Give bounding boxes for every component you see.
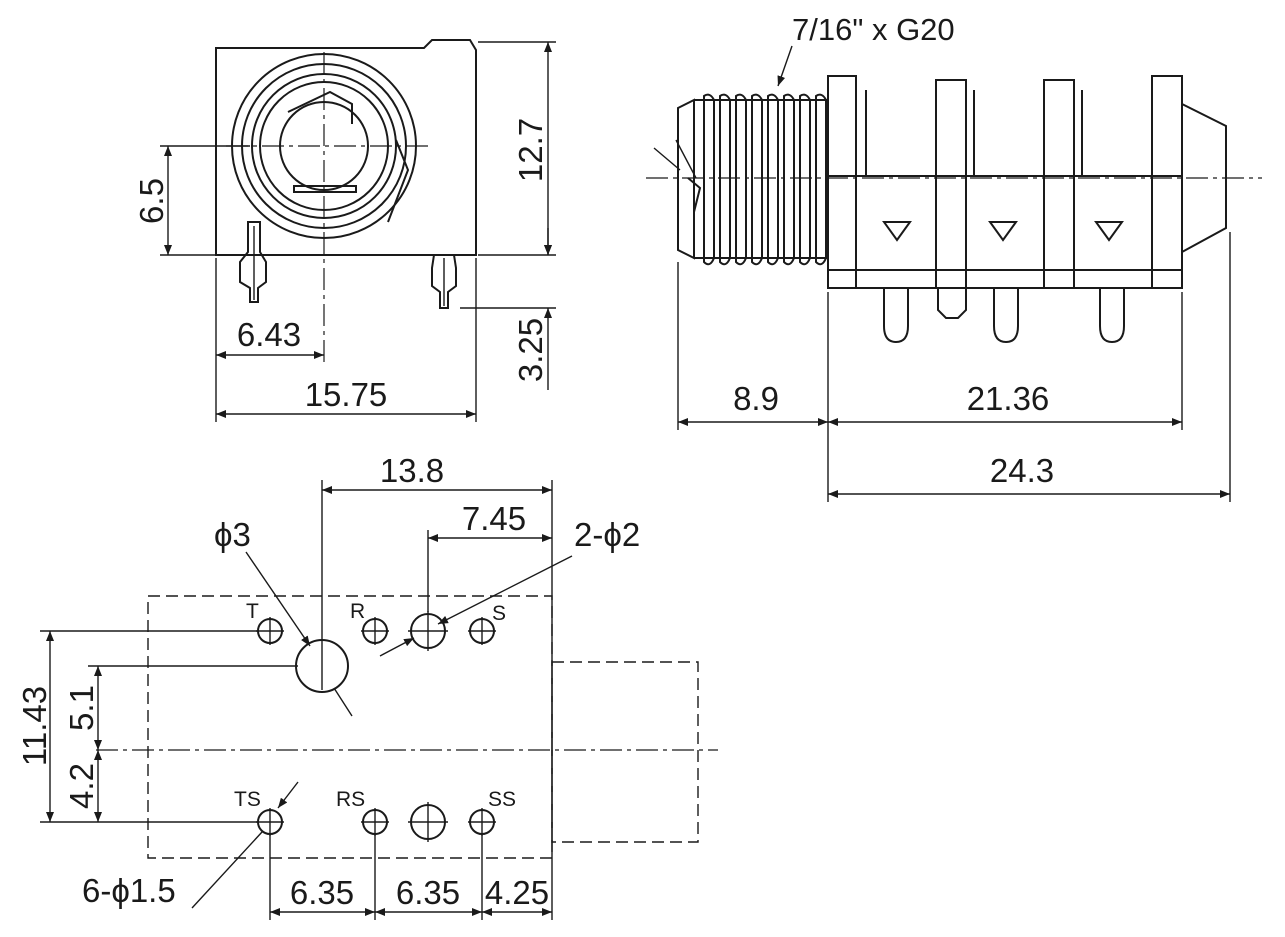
footprint-view: T R S TS RS SS 13.8 7.45 ϕ3 2-ϕ2 6-ϕ1.5 — [16, 452, 718, 920]
thread-ridge — [783, 93, 795, 266]
thread-ridge — [815, 93, 827, 266]
dim-width: 15.75 — [305, 376, 388, 413]
front-pin-right — [431, 254, 457, 309]
side-pin-1 — [883, 288, 909, 344]
side-pin-2 — [937, 288, 967, 319]
dim-right-offset: 7.45 — [462, 500, 526, 537]
pin-label-rs: RS — [336, 788, 365, 811]
dim-height: 12.7 — [512, 118, 549, 182]
side-pin-3 — [993, 288, 1019, 344]
pin-label-ts: TS — [234, 788, 261, 811]
dim-pitch-1: 6.35 — [290, 874, 354, 911]
thread-spec: 7/16" x G20 — [792, 12, 955, 47]
pin-label-t: T — [246, 600, 259, 623]
thread-ridge — [799, 93, 811, 266]
side-view: 7/16" x G20 8.9 21.36 24.3 — [646, 12, 1262, 502]
socket-contact-right — [387, 139, 410, 223]
dim-pitch-2: 6.35 — [396, 874, 460, 911]
dim-edge: 4.25 — [485, 874, 549, 911]
pin-holes-label: 6-ϕ1.5 — [82, 872, 176, 909]
dim-pin-length: 3.25 — [512, 318, 549, 382]
thread-ridges — [703, 93, 827, 266]
dim-top-span: 13.8 — [380, 452, 444, 489]
mount-holes-label: 2-ϕ2 — [574, 516, 640, 553]
thread-ridge — [767, 93, 779, 266]
pin-label-ss: SS — [488, 788, 516, 811]
large-hole-label: ϕ3 — [214, 516, 251, 553]
side-rear-taper — [1181, 103, 1227, 253]
pin-label-r: R — [350, 600, 365, 623]
thread-ridge — [719, 93, 731, 266]
dim-body-length: 21.36 — [967, 380, 1050, 417]
front-pin-left — [239, 221, 267, 303]
footprint-outline — [147, 595, 553, 859]
front-view: 12.7 3.25 6.5 6.43 15.75 — [133, 39, 556, 422]
front-body-outline — [215, 39, 477, 256]
thread-nose — [677, 98, 695, 260]
thread-ridge — [735, 93, 747, 266]
dim-upper-row: 5.1 — [63, 685, 100, 731]
side-body — [827, 90, 1183, 289]
dim-center-height: 6.5 — [133, 178, 170, 224]
dim-pin-offset: 6.43 — [237, 316, 301, 353]
socket-contact-top — [287, 90, 353, 124]
side-pin-4 — [1099, 288, 1125, 344]
dim-overall-length: 24.3 — [990, 452, 1054, 489]
dim-lower-row: 4.2 — [63, 763, 100, 809]
dim-total-height: 11.43 — [16, 686, 53, 766]
thread-ridge — [751, 93, 763, 266]
socket-contact-bottom — [293, 185, 357, 193]
thread-ridge — [703, 93, 715, 266]
footprint-nose-outline — [551, 661, 699, 843]
pin-label-s: S — [492, 602, 506, 625]
dim-thread-length: 8.9 — [733, 380, 779, 417]
